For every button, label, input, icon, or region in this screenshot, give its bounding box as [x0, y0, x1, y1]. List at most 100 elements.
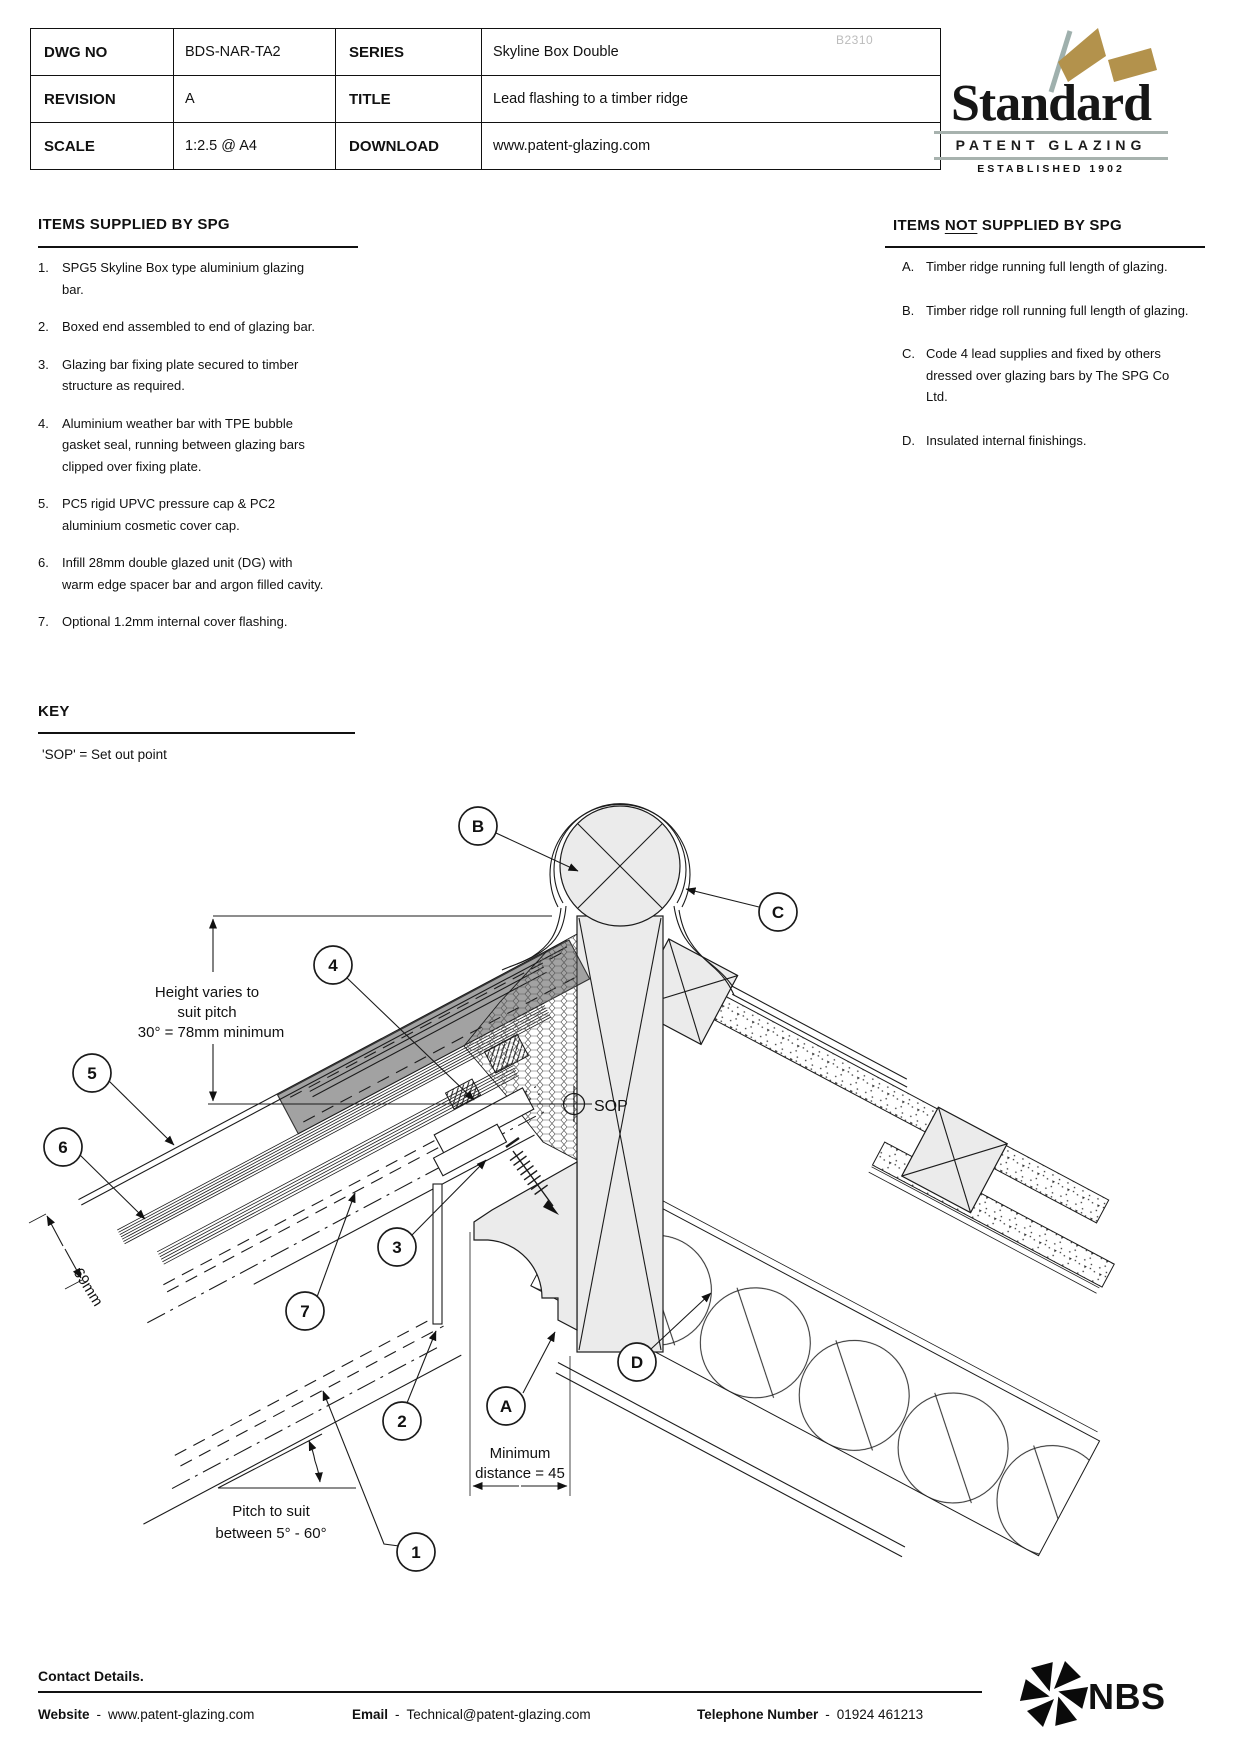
svg-text:D: D [631, 1353, 643, 1372]
list-item: 1.SPG5 Skyline Box type aluminium glazin… [38, 260, 305, 297]
pitch-indicator: Pitch to suit between 5° - 60° [215, 1433, 356, 1542]
scale-value: 1:2.5 @ A4 [173, 122, 336, 170]
svg-text:30° = 78mm minimum: 30° = 78mm minimum [138, 1024, 284, 1041]
series-value: Skyline Box Double [481, 28, 941, 76]
divider [885, 246, 1205, 248]
balloon-C: C [685, 887, 798, 932]
balloon-7: 7 [285, 1192, 356, 1331]
title-label: TITLE [335, 75, 482, 123]
email-entry: Email-Technical@patent-glazing.com [352, 1707, 591, 1722]
svg-text:A: A [500, 1397, 512, 1416]
separator: - [96, 1707, 102, 1722]
svg-text:between 5° - 60°: between 5° - 60° [215, 1525, 326, 1542]
download-link[interactable]: www.patent-glazing.com [481, 122, 941, 170]
balloon-B: B [458, 806, 579, 872]
title-value: Lead flashing to a timber ridge [481, 75, 941, 123]
phone-label: Telephone Number [697, 1707, 819, 1722]
not-supplied-heading: ITEMS NOT SUPPLIED BY SPG [893, 217, 1122, 234]
list-item: 6.Infill 28mm double glazed unit (DG) wi… [38, 555, 324, 592]
glazing-bar-end [432, 1123, 508, 1177]
svg-text:5: 5 [87, 1064, 96, 1083]
balloon-6: 6 [43, 1127, 146, 1220]
list-item: 2.Boxed end assembled to end of glazing … [38, 319, 315, 334]
timber-ridge-end-profile [473, 1160, 578, 1331]
nbs-logo-icon [1019, 1661, 1089, 1727]
timber-ridge-roll [549, 803, 691, 927]
balloon-1: 1 [322, 1390, 436, 1572]
svg-text:distance = 45: distance = 45 [475, 1465, 565, 1482]
nbs-logo-text: NBS [1088, 1676, 1166, 1717]
bar-depth-dimension: 69mm [28, 1213, 107, 1309]
title-block: DWG NO BDS-NAR-TA2 SERIES Skyline Box Do… [30, 28, 941, 170]
batten-section [900, 1106, 1009, 1214]
list-item: 7.Optional 1.2mm internal cover flashing… [38, 614, 288, 629]
svg-text:SOP: SOP [594, 1098, 628, 1115]
logo-rule [934, 157, 1168, 160]
svg-text:3: 3 [392, 1238, 401, 1257]
not-supplied-list: A.Timber ridge running full length of gl… [902, 256, 1212, 473]
list-item: C.Code 4 lead supplies and fixed by othe… [902, 346, 1170, 404]
table-row: SCALE 1:2.5 @ A4 DOWNLOAD www.patent-gla… [30, 122, 941, 170]
sheet-watermark: B2310 [836, 33, 874, 47]
email-link[interactable]: Technical@patent-glazing.com [406, 1707, 591, 1722]
timber-ridge [576, 915, 664, 1353]
list-item: B.Timber ridge roll running full length … [902, 302, 1189, 318]
flag-icon [1048, 28, 1157, 93]
divider [38, 246, 358, 248]
svg-text:B: B [472, 817, 484, 836]
key-entry: 'SOP' = Set out point [42, 747, 167, 762]
supplied-list: 1.SPG5 Skyline Box type aluminium glazin… [38, 257, 348, 649]
list-item: 3.Glazing bar fixing plate secured to ti… [38, 356, 299, 394]
height-dimension: Height varies to suit pitch 30° = 78mm m… [138, 915, 560, 1105]
heading-not: NOT [944, 217, 978, 234]
svg-text:6: 6 [58, 1138, 67, 1157]
key-heading: KEY [38, 703, 70, 720]
minimum-distance-dimension: Minimum distance = 45 [469, 1232, 571, 1496]
website-entry: Website-www.patent-glazing.com [38, 1707, 254, 1722]
svg-text:7: 7 [300, 1302, 309, 1321]
balloon-5: 5 [72, 1053, 175, 1146]
balloon-D: D [617, 1292, 712, 1382]
logo-tagline: PATENT GLAZING [955, 137, 1147, 153]
table-row: DWG NO BDS-NAR-TA2 SERIES Skyline Box Do… [30, 28, 941, 76]
sop-marker: SOP [556, 1086, 628, 1122]
logo-established: ESTABLISHED 1902 [977, 163, 1125, 175]
boxed-end-plate [432, 1183, 443, 1325]
svg-text:69mm: 69mm [70, 1265, 107, 1309]
logo-wordmark: Standard [950, 75, 1152, 132]
phone-number: 01924 461213 [836, 1707, 924, 1722]
website-link[interactable]: www.patent-glazing.com [108, 1707, 255, 1722]
company-logo: Standard PATENT GLAZING ESTABLISHED 1902 [928, 18, 1174, 178]
list-item: A.Timber ridge running full length of gl… [902, 259, 1168, 274]
separator: - [395, 1707, 400, 1722]
svg-text:suit pitch: suit pitch [177, 1004, 236, 1021]
logo-rule [934, 131, 1168, 134]
svg-text:Minimum: Minimum [490, 1445, 551, 1462]
fixing-plate-section [483, 1033, 530, 1074]
balloon-2: 2 [382, 1330, 437, 1441]
divider [38, 732, 355, 734]
heading-text: ITEMS [893, 217, 945, 234]
dwg-no-label: DWG NO [30, 28, 174, 76]
contact-details-heading: Contact Details. [38, 1668, 144, 1684]
svg-text:Height varies to: Height varies to [155, 984, 259, 1001]
svg-text:2: 2 [397, 1412, 406, 1431]
balloon-3: 3 [377, 1159, 487, 1267]
dwg-no-value: BDS-NAR-TA2 [173, 28, 336, 76]
svg-text:1: 1 [411, 1543, 420, 1562]
supplied-heading: ITEMS SUPPLIED BY SPG [38, 216, 230, 233]
table-row: REVISION A TITLE Lead flashing to a timb… [30, 75, 941, 123]
divider [38, 1691, 982, 1693]
website-label: Website [38, 1707, 90, 1722]
svg-text:Pitch to suit: Pitch to suit [232, 1503, 310, 1520]
list-item: D.Insulated internal finishings. [902, 432, 1087, 448]
fixing-screw [505, 1137, 559, 1215]
scale-label: SCALE [30, 122, 174, 170]
balloon-A: A [486, 1331, 556, 1426]
heading-text: SUPPLIED BY SPG [977, 217, 1122, 234]
